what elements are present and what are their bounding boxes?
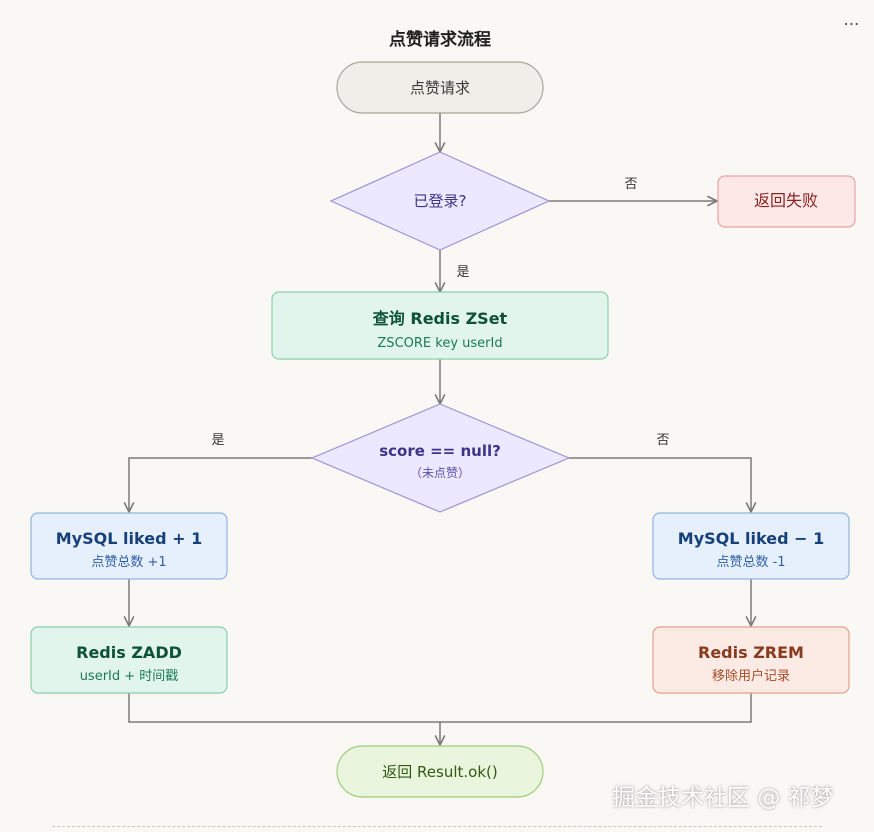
node-mysql-dec-shape	[652, 512, 850, 580]
node-mysql-dec[interactable]: MySQL liked − 1 点赞总数 -1	[652, 512, 850, 580]
node-end-shape	[336, 745, 544, 798]
edge-label-login-yes: 是	[456, 265, 469, 280]
node-start[interactable]: 点赞请求	[336, 61, 544, 114]
edges	[123, 113, 757, 746]
node-mysql-dec-label: MySQL liked − 1	[678, 529, 824, 548]
more-horizontal-icon[interactable]: ⋯	[843, 14, 861, 33]
node-zadd-label: Redis ZADD	[76, 643, 182, 662]
node-query-sublabel: ZSCORE key userId	[377, 336, 502, 351]
node-zrem[interactable]: Redis ZREM 移除用户记录	[652, 626, 850, 694]
node-mysql-inc-sublabel: 点赞总数 +1	[91, 555, 166, 570]
node-mysql-dec-sublabel: 点赞总数 -1	[716, 555, 785, 570]
node-start-label: 点赞请求	[410, 79, 470, 97]
node-score-check-label: score == null?	[379, 442, 501, 460]
diagram-title: 点赞请求流程	[389, 29, 491, 50]
node-fail-shape	[717, 175, 856, 228]
edge-score-to-mysql-dec	[569, 457, 757, 513]
edge-score-to-mysql-inc	[123, 457, 312, 513]
node-mysql-inc-shape	[30, 512, 228, 580]
edge-zadd-merge	[128, 693, 752, 723]
node-score-check[interactable]: score == null? （未点赞）	[310, 403, 571, 513]
node-score-check-sublabel: （未点赞）	[410, 466, 470, 480]
node-start-shape	[336, 61, 544, 114]
watermark: 掘金技术社区 @ 祁梦	[612, 785, 834, 811]
node-login-check[interactable]: 已登录?	[329, 151, 551, 251]
node-zadd-shape	[30, 626, 228, 694]
edge-label-score-no: 否	[656, 433, 669, 448]
node-zrem-label: Redis ZREM	[698, 643, 804, 662]
edge-label-login-no: 否	[624, 177, 637, 192]
node-end[interactable]: 返回 Result.ok()	[336, 745, 544, 798]
node-fail[interactable]: 返回失败	[717, 175, 856, 228]
node-mysql-inc[interactable]: MySQL liked + 1 点赞总数 +1	[30, 512, 228, 580]
node-query-shape	[271, 291, 609, 360]
bottom-divider	[52, 826, 822, 827]
node-login-check-label: 已登录?	[414, 192, 467, 210]
node-end-label: 返回 Result.ok()	[382, 763, 497, 781]
node-query[interactable]: 查询 Redis ZSet ZSCORE key userId	[271, 291, 609, 360]
node-mysql-inc-label: MySQL liked + 1	[56, 529, 202, 548]
node-score-check-shape	[310, 403, 571, 513]
node-fail-label: 返回失败	[754, 191, 818, 210]
node-zadd[interactable]: Redis ZADD userId + 时间戳	[30, 626, 228, 694]
node-zrem-sublabel: 移除用户记录	[712, 668, 790, 684]
node-query-label: 查询 Redis ZSet	[373, 309, 508, 328]
node-zadd-sublabel: userId + 时间戳	[80, 669, 179, 684]
node-login-check-shape	[329, 151, 551, 251]
node-zrem-shape	[652, 626, 850, 694]
edge-label-score-yes: 是	[211, 433, 224, 448]
